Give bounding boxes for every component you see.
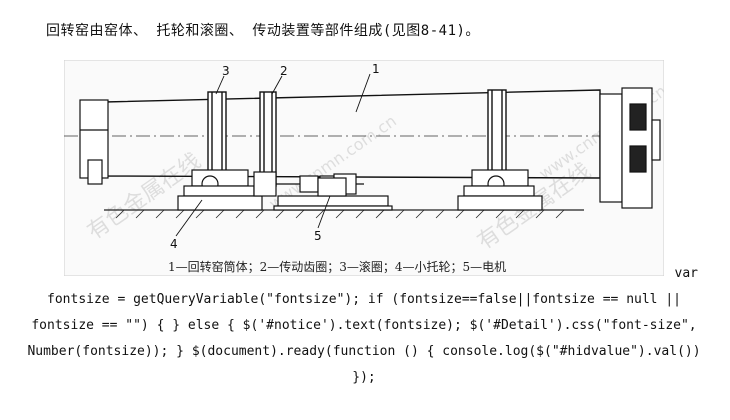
part-label-2: 2 [280,64,288,78]
rotary-kiln-drawing: 有色金属在线 www.cnmn.com.cn 有色金属在线 www.cnmn.c… [64,60,664,276]
code-snippet: var fontsize = getQueryVariable("fontsiz… [24,261,704,391]
part-label-3: 3 [222,64,230,78]
code-first-line: var [674,266,698,281]
intro-paragraph: 回转窑由窑体、 托轮和滚圈、 传动装置等部件组成(见图8-41)。 [46,23,480,39]
code-body: fontsize = getQueryVariable("fontsize");… [27,292,701,385]
motor-5 [317,177,347,197]
leader-lines [175,73,371,237]
part-labels: 1 2 3 4 5 [170,62,380,251]
feed-end-hood [79,99,109,185]
rotary-kiln-figure: 有色金属在线 www.cnmn.com.cn 有色金属在线 www.cnmn.c… [64,60,664,276]
part-label-4: 4 [170,237,178,251]
support-right [457,169,543,211]
part-label-1: 1 [372,62,380,76]
discharge-end-hood [599,87,661,209]
part-label-5: 5 [314,229,322,243]
figure-caption: 1—回转窑筒体；2—传动齿圈；3—滚圈；4—小托轮；5—电机 [168,260,507,274]
ground-hatch [115,209,565,219]
